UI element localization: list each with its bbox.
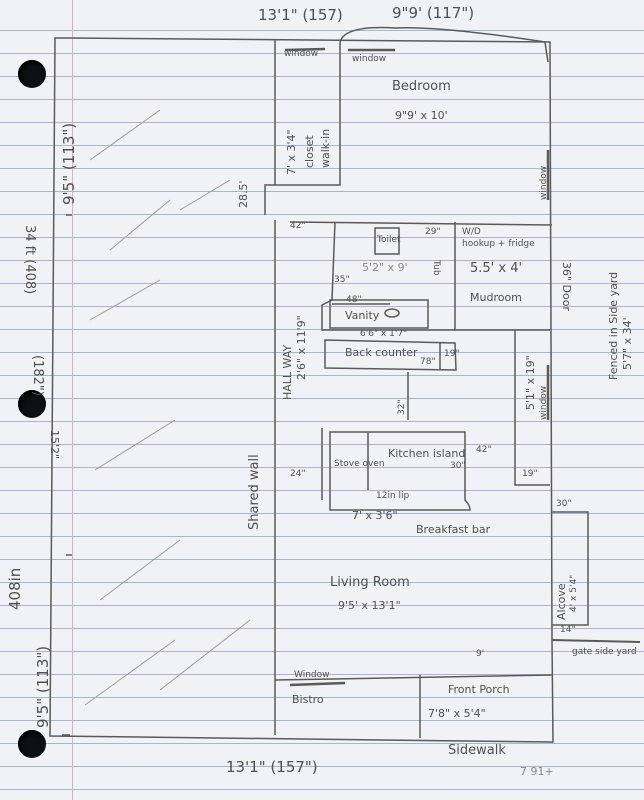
left-middle-small: 15'2"	[48, 430, 61, 460]
hallway-size: 2'6" x 11'9"	[295, 315, 308, 380]
closet-size: 7' x 3'4"	[285, 129, 298, 175]
back-counter	[324, 339, 457, 371]
backcounter-dim-78: 78"	[420, 357, 436, 367]
bath-dim-35: 35"	[334, 275, 350, 285]
vanity-shape	[329, 299, 429, 329]
gate-label: gate side yard	[572, 647, 637, 657]
binder-hole	[18, 390, 46, 418]
porch-name: Front Porch	[448, 683, 510, 696]
sidewalk-label: Sidewalk	[448, 743, 506, 758]
dimension-28-5: 28.5'	[237, 180, 250, 208]
window-label: window	[284, 49, 319, 59]
shared-wall-label: Shared wall	[247, 454, 262, 530]
dimension-42: 42"	[290, 221, 306, 231]
backcounter-size: 6'6" x 1'7"	[360, 329, 408, 339]
alcove-size: 4' x 5'4"	[569, 574, 579, 612]
kitchen-island-label: Kitchen island	[388, 447, 466, 460]
closet-name-2: walk-in	[319, 128, 332, 168]
bath-dim-48: 48"	[346, 295, 362, 305]
alcove-walls	[552, 511, 589, 626]
backcounter-dim-19: 19"	[444, 349, 460, 359]
kitchen-dim-24: 24"	[290, 469, 306, 479]
fenced-yard-label: Fenced in Side yard	[607, 271, 620, 380]
toilet-shape	[374, 227, 400, 255]
binder-hole	[18, 730, 46, 758]
top-left-dimension: 13'1" (157)	[258, 6, 343, 24]
corner-note: 7 91+	[520, 765, 554, 778]
bathroom-size: 5'2" x 9'	[362, 261, 408, 274]
left-middle-dimension: (182")	[30, 355, 45, 396]
porch-size: 7'8" x 5'4"	[428, 707, 486, 720]
bottom-dimension: 13'1" (157")	[226, 758, 318, 776]
window-label: window	[352, 54, 387, 64]
left-upper-dimension: 9'5" (113")	[60, 122, 78, 205]
outer-walls	[49, 37, 554, 743]
kitchen-dim-32: 32"	[397, 399, 407, 415]
left-lower-small: 408in	[6, 567, 24, 610]
kitchen-size: 7' x 3'6"	[352, 509, 398, 522]
porch-dim-9: 9'	[476, 649, 485, 659]
margin-line	[72, 0, 73, 800]
utility-size: 5'1" x 19"	[524, 355, 537, 410]
left-lower-dimension: 9'5" (113")	[34, 645, 52, 728]
mudroom-size: 5.5' x 4'	[470, 261, 523, 276]
hallway-name: HALL WAY	[281, 344, 294, 400]
living-room-name: Living Room	[330, 575, 410, 590]
top-right-dimension: 9"9' (117")	[392, 4, 475, 22]
utility-dim-19: 19"	[522, 469, 538, 479]
fenced-yard-size: 5'7" x 34'	[621, 317, 634, 370]
left-total-dimension: 34 ft (408)	[22, 225, 37, 295]
vanity-label: Vanity	[345, 309, 380, 322]
living-room-size: 9'5' x 13'1"	[338, 599, 401, 612]
bistro-name: Bistro	[292, 693, 324, 706]
binder-hole	[18, 60, 46, 88]
bedroom-name: Bedroom	[392, 79, 451, 94]
utility-dim-30: 30"	[556, 499, 572, 509]
breakfast-bar-label: Breakfast bar	[416, 523, 491, 536]
window-label: window	[539, 385, 549, 420]
kitchen-lip: 12in lip	[376, 491, 410, 501]
kitchen-island	[329, 431, 471, 511]
closet-walls	[274, 40, 341, 186]
stove-label: Stove oven	[334, 459, 385, 469]
window-label: window	[539, 165, 549, 200]
utility-closet	[514, 330, 550, 486]
wd-label: W/D	[462, 227, 481, 237]
wd-note: hookup + fridge	[462, 239, 535, 249]
backcounter-name: Back counter	[345, 346, 418, 359]
bistro-window: Window	[294, 670, 330, 680]
mudroom-name: Mudroom	[470, 291, 522, 304]
bath-dim-29: 29"	[425, 227, 441, 237]
toilet-label: Toilet	[377, 235, 401, 245]
bedroom-size: 9"9' x 10'	[395, 109, 448, 122]
kitchen-dim-30: 30"	[450, 461, 466, 471]
closet-name: closet	[303, 135, 316, 168]
mudroom-door: 36" Door	[560, 262, 573, 312]
tub-label: Tub	[431, 260, 441, 276]
alcove-name: Alcove	[555, 583, 568, 620]
kitchen-dim-42: 42"	[476, 445, 492, 455]
alcove-dim-14: 14"	[560, 625, 576, 635]
